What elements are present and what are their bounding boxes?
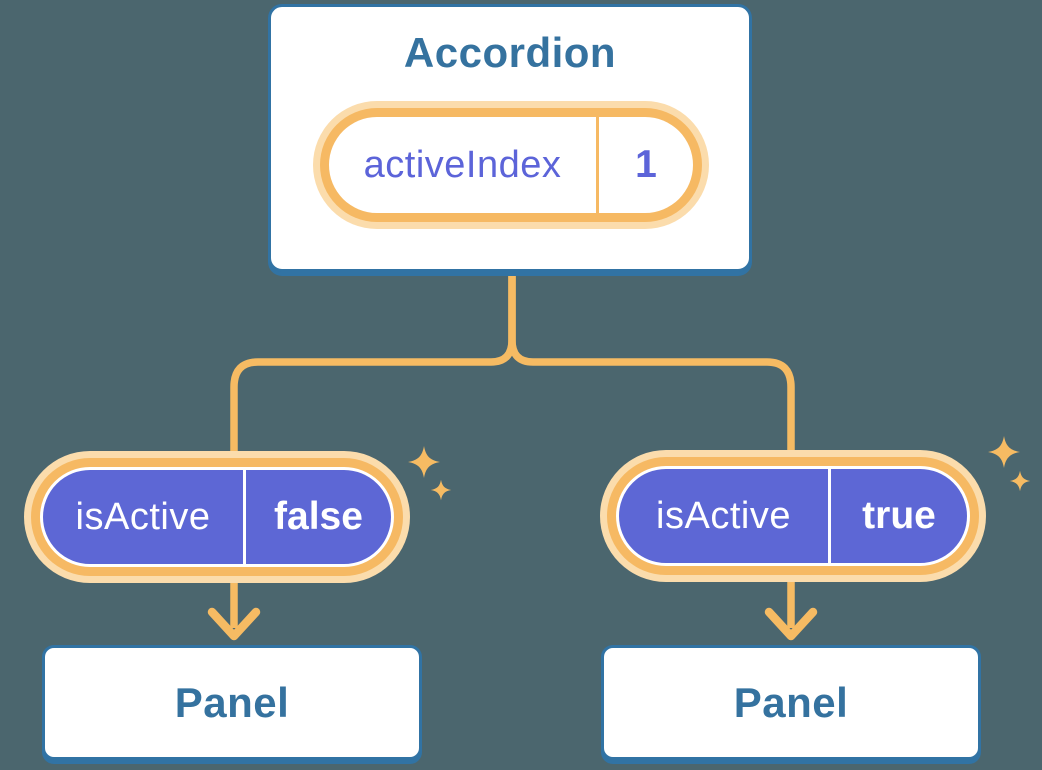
sparkle-icon xyxy=(1009,470,1031,492)
prop-pill-ring: isActive true xyxy=(607,457,979,575)
arrow-down-icon xyxy=(764,607,818,641)
prop-pill-divider xyxy=(828,469,831,563)
sparkle-icon xyxy=(430,479,452,501)
state-pill-label: activeIndex xyxy=(363,143,562,186)
sparkle-icon xyxy=(988,436,1020,468)
state-pill-divider xyxy=(596,117,599,213)
state-pill: activeIndex 1 xyxy=(313,101,709,229)
prop-pill-left: isActive false xyxy=(24,451,410,583)
panel-label: Panel xyxy=(733,678,849,726)
state-pill-value: 1 xyxy=(635,143,657,186)
accordion-title: Accordion xyxy=(403,29,617,76)
panel-label: Panel xyxy=(174,678,290,726)
panel-card-left: Panel xyxy=(42,645,422,760)
prop-pill-right: isActive true xyxy=(600,450,986,582)
prop-pill-value: false xyxy=(274,495,363,538)
prop-pill-value: true xyxy=(862,494,936,537)
connector-accordion-to-right-pill xyxy=(508,274,795,628)
panel-card-right: Panel xyxy=(601,645,981,760)
state-pill-ring: activeIndex 1 xyxy=(320,108,702,222)
arrow-down-icon xyxy=(207,607,261,641)
prop-pill-ring: isActive false xyxy=(31,458,403,576)
prop-pill-label: isActive xyxy=(75,495,211,538)
sparkle-icon xyxy=(408,446,440,478)
prop-pill-label: isActive xyxy=(656,494,791,537)
prop-pill-divider xyxy=(243,470,246,564)
